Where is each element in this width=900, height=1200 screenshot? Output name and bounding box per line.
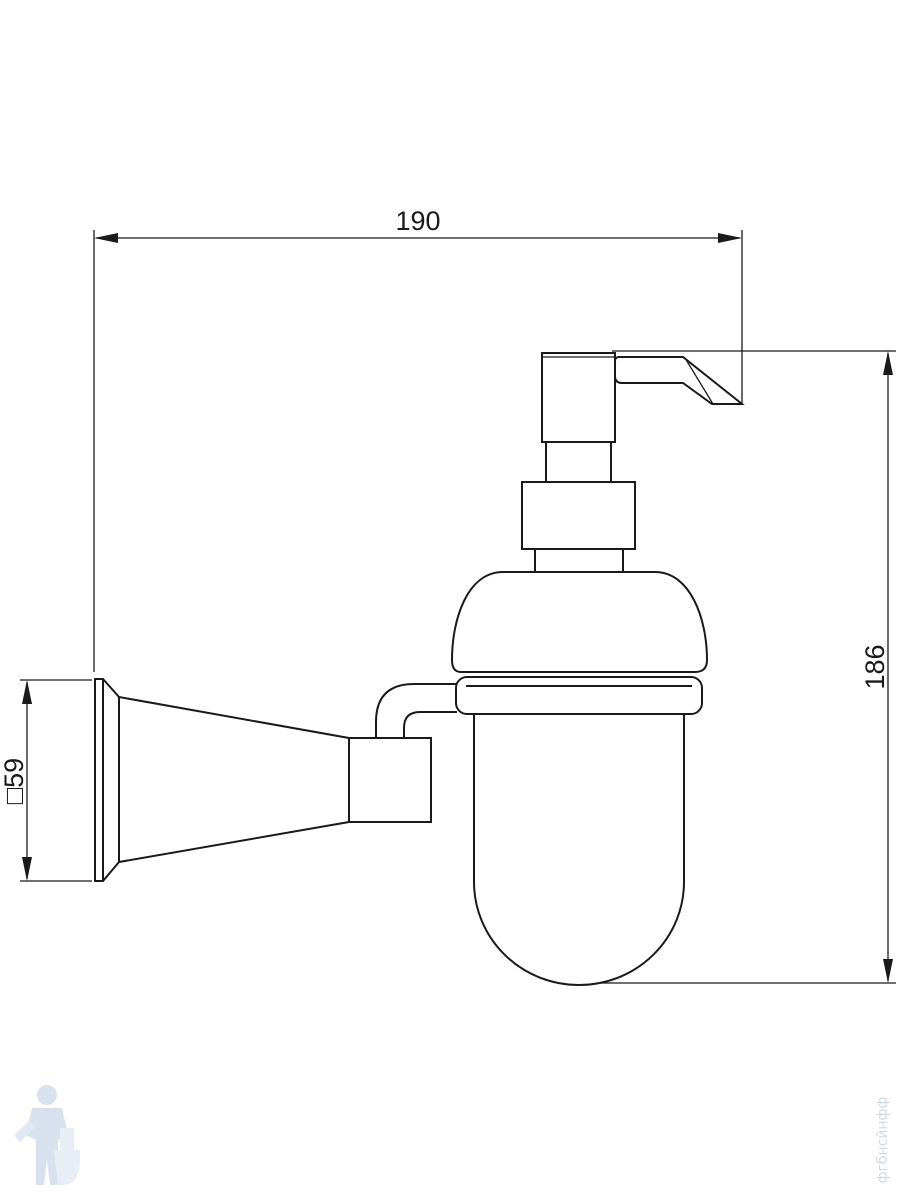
watermark-text: фгбнсйнфф xyxy=(875,1096,891,1183)
holder-ring xyxy=(455,676,703,715)
glass-container xyxy=(473,712,685,986)
pump-assembly xyxy=(521,352,745,573)
dimension-height: 186 xyxy=(580,350,896,984)
plumber-mascot-icon xyxy=(14,1085,80,1185)
dimension-base-label: □59 xyxy=(0,758,29,804)
dimension-base: □59 xyxy=(0,679,92,882)
dimension-width-label: 190 xyxy=(395,206,440,236)
support-arm xyxy=(375,683,457,738)
dimension-width: 190 xyxy=(93,206,743,672)
wall-mount xyxy=(94,678,432,882)
dimension-height-label: 186 xyxy=(860,644,890,689)
dome-lid xyxy=(450,571,709,673)
